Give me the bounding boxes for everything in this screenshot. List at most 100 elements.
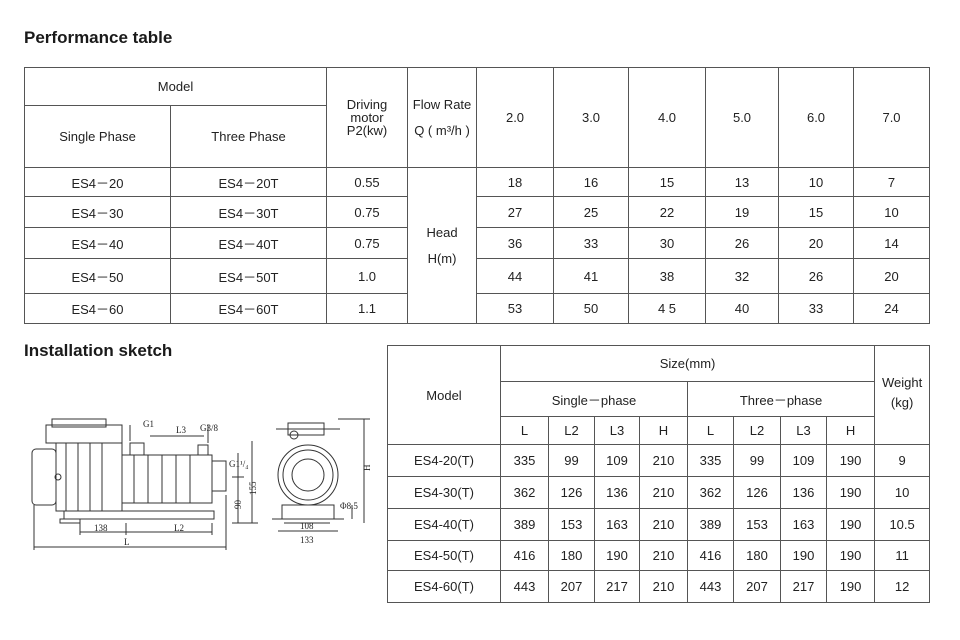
three-model-cell: ES4－50T [169, 258, 328, 294]
label-155: 155 [248, 481, 258, 495]
head-cell: 27 [476, 196, 555, 228]
head-cell: 33 [778, 293, 855, 324]
three-phase-size-header: Three－phase [686, 381, 876, 417]
dim-header: L2 [548, 416, 595, 445]
size-cell: 180 [733, 540, 781, 571]
weight-cell: 11 [874, 540, 931, 571]
size-cell: 210 [639, 476, 688, 509]
power-cell: 0.75 [326, 196, 409, 228]
size-cell: 153 [548, 508, 595, 541]
table-row: ES4-60(T) 443 207 217 210 443 207 217 19… [387, 570, 931, 603]
size-cell: 207 [548, 570, 595, 603]
size-cell: 190 [825, 444, 876, 477]
size-cell: 416 [687, 540, 734, 571]
size-cell: 217 [594, 570, 640, 603]
size-cell: 210 [639, 540, 688, 571]
head-cell: 15 [778, 196, 855, 228]
model-header: Model [23, 67, 328, 106]
head-cell: 10 [853, 196, 931, 228]
weight-header: Weight (kg) [874, 345, 931, 445]
size-cell: 389 [687, 508, 734, 541]
head-cell: 50 [553, 293, 630, 324]
size-cell: 443 [687, 570, 734, 603]
table-row: ES4－30 ES4－30T 0.75 27 25 22 19 15 10 [24, 196, 931, 228]
size-cell: 126 [548, 476, 595, 509]
flow-header-5: 6.0 [778, 67, 855, 168]
size-cell: 180 [548, 540, 595, 571]
flow-header-4: 5.0 [705, 67, 780, 168]
three-model-cell: ES4－30T [169, 196, 328, 228]
dim-header: L [500, 416, 549, 445]
flow-header-1: 2.0 [476, 67, 555, 168]
dim-header: L2 [733, 416, 781, 445]
dim-header: L [687, 416, 734, 445]
head-cell: 22 [628, 196, 707, 228]
three-model-cell: ES4－20T [169, 167, 328, 197]
size-cell: 362 [687, 476, 734, 509]
size-header: Size(mm) [499, 345, 876, 382]
size-cell: 416 [500, 540, 549, 571]
table-row: ES4－20 ES4－20T 0.55 Head H(m) 18 16 15 1… [24, 167, 931, 324]
size-cell: 109 [594, 444, 640, 477]
size-cell: 207 [733, 570, 781, 603]
head-cell: 41 [553, 258, 630, 294]
label-phi85: Φ8.5 [340, 501, 358, 511]
single-phase-header: Single Phase [24, 105, 171, 168]
power-cell: 0.75 [326, 227, 409, 259]
table-row: ES4－60 ES4－60T 1.1 53 50 4 5 40 33 24 [24, 293, 931, 324]
head-cell: 53 [476, 293, 555, 324]
dim-header: L3 [780, 416, 827, 445]
head-cell: 36 [476, 227, 555, 259]
head-cell: 7 [853, 167, 931, 197]
label-108: 108 [300, 521, 314, 531]
table-row: ES4-20(T) 335 99 109 210 335 99 109 190 … [387, 444, 931, 477]
table-row: ES4-50(T) 416 180 190 210 416 180 190 19… [387, 540, 931, 571]
pump-drawing-icon: G1 L3 G3/8 G1¹/₄ 90 155 138 L2 L H Φ8.5 … [31, 418, 372, 550]
head-cell: 19 [705, 196, 780, 228]
size-cell: 163 [594, 508, 640, 541]
performance-table-title: Performance table [24, 28, 173, 47]
size-cell: 99 [548, 444, 595, 477]
label-g1: G1 [143, 419, 154, 429]
flow-rate-header: Flow Rate Q ( m³/h ) [407, 67, 478, 168]
weight-cell: 10.5 [874, 508, 931, 541]
label-l: L [124, 537, 130, 547]
head-cell: 26 [778, 258, 855, 294]
flow-header-3: 4.0 [628, 67, 707, 168]
label-l3: L3 [176, 425, 186, 435]
single-model-cell: ES4－50 [24, 258, 171, 294]
size-cell: 210 [639, 570, 688, 603]
head-cell: 10 [778, 167, 855, 197]
size-cell: 210 [639, 444, 688, 477]
head-cell: 30 [628, 227, 707, 259]
flow-header-2: 3.0 [553, 67, 630, 168]
size-cell: 443 [500, 570, 549, 603]
head-cell: 20 [778, 227, 855, 259]
label-g38: G3/8 [200, 423, 219, 433]
size-cell: 163 [780, 508, 827, 541]
power-cell: 0.55 [326, 167, 409, 197]
label-g114: G1¹/₄ [229, 459, 248, 469]
head-cell: 44 [476, 258, 555, 294]
size-cell: 153 [733, 508, 781, 541]
single-model-cell: ES4－20 [24, 167, 171, 197]
driving-motor-header: Driving motor P2(kw) [326, 67, 409, 168]
installation-sketch: G1 L3 G3/8 G1¹/₄ 90 155 138 L2 L H Φ8.5 … [26, 405, 376, 550]
dim-header: H [639, 416, 688, 445]
flow-header-6: 7.0 [853, 67, 931, 168]
dim-header: L3 [594, 416, 640, 445]
weight-cell: 9 [874, 444, 931, 477]
size-cell: 190 [825, 570, 876, 603]
head-cell: 20 [853, 258, 931, 294]
head-cell: 15 [628, 167, 707, 197]
head-cell: 40 [705, 293, 780, 324]
head-cell: 4 5 [628, 293, 707, 324]
performance-table: Model Driving motor P2(kw) Flow Rate Q (… [23, 67, 931, 324]
size-model-cell: ES4-20(T) [387, 444, 501, 477]
label-90: 90 [233, 500, 243, 510]
head-cell: 18 [476, 167, 555, 197]
size-model-cell: ES4-40(T) [387, 508, 501, 541]
head-cell: 33 [553, 227, 630, 259]
three-model-cell: ES4－60T [169, 293, 328, 324]
head-cell: 25 [553, 196, 630, 228]
